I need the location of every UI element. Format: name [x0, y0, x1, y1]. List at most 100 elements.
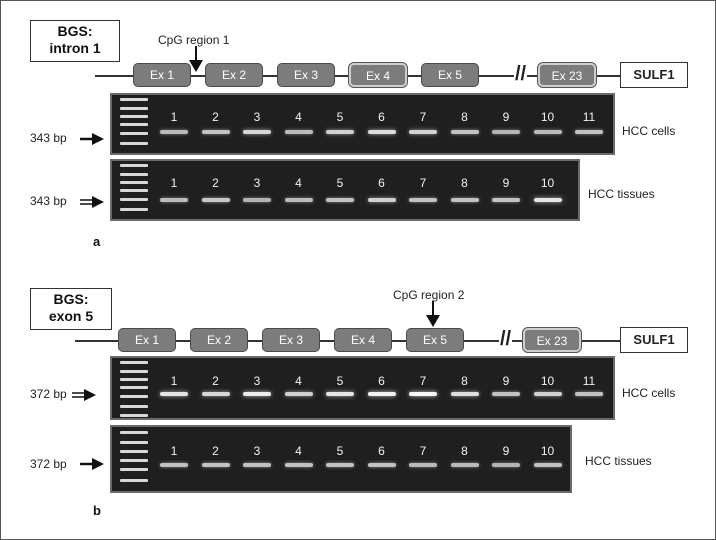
gel-band — [575, 130, 603, 134]
lane-number: 8 — [461, 374, 468, 388]
exon-2-b: Ex 2 — [190, 328, 248, 352]
bgs-label-line2: intron 1 — [49, 40, 101, 56]
gel-band — [367, 130, 396, 134]
bp-label-a2: 343 bp — [30, 194, 67, 208]
lane-number: 4 — [295, 110, 302, 124]
gel-band — [243, 392, 271, 396]
lane-number: 3 — [253, 110, 261, 124]
lane-number: 1 — [170, 444, 178, 458]
gel-band — [326, 463, 354, 467]
exon-1-a: Ex 1 — [133, 63, 191, 87]
bgs-region-box-a: BGS: intron 1 — [30, 20, 120, 62]
lane-number: 4 — [295, 374, 302, 388]
lane-number: 8 — [461, 110, 468, 124]
gel-band — [367, 198, 396, 202]
gene-name-box-a: SULF1 — [620, 62, 688, 88]
gene-break-icon-b: // — [499, 328, 513, 350]
cpg-region-label-b: CpG region 2 — [393, 288, 465, 302]
exon-23-a: Ex 23 — [537, 62, 597, 88]
exon-3-a: Ex 3 — [277, 63, 335, 87]
gel-band — [450, 463, 479, 467]
lane-number: 10 — [540, 444, 555, 458]
gel-band — [409, 198, 437, 202]
lane-number: 2 — [212, 444, 219, 458]
cpg-arrow-down-icon — [426, 301, 440, 327]
gel-band — [492, 130, 520, 134]
sample-label-a1: HCC cells — [622, 124, 676, 138]
exon-3-b: Ex 3 — [262, 328, 320, 352]
bgs-label-line1: BGS: — [57, 23, 93, 39]
lane-number: 6 — [378, 110, 385, 124]
lane-number: 7 — [419, 374, 427, 388]
gel-band — [284, 198, 313, 202]
gel-band — [450, 130, 479, 134]
sample-label-b2: HCC tissues — [585, 454, 652, 468]
lane-number: 1 — [170, 110, 178, 124]
gel-band — [533, 198, 562, 202]
gel-band — [409, 130, 437, 134]
gel-band — [160, 392, 188, 396]
gel-band — [160, 463, 188, 467]
gel-band — [450, 198, 479, 202]
lane-number: 5 — [336, 444, 344, 458]
lane-number: 4 — [295, 176, 302, 190]
gel-band — [284, 463, 313, 467]
gel-band — [450, 392, 479, 396]
bgs-region-box-b: BGS: exon 5 — [30, 288, 112, 330]
gel-band — [201, 198, 230, 202]
gel-band — [492, 463, 520, 467]
gel-band — [409, 392, 437, 396]
lane-number: 5 — [336, 176, 344, 190]
bp-label-b1: 372 bp — [30, 387, 67, 401]
gel-band — [533, 130, 562, 134]
gel-band — [492, 392, 520, 396]
bp-arrow-icon-b2 — [80, 458, 104, 470]
gene-name-box-b: SULF1 — [620, 327, 688, 353]
lane-number: 10 — [540, 176, 555, 190]
bp-label-a1: 343 bp — [30, 131, 67, 145]
gel-band — [367, 463, 396, 467]
bgs-label-line1: BGS: — [53, 291, 89, 307]
gel-band — [284, 130, 313, 134]
lane-number: 3 — [253, 176, 261, 190]
gel-band — [243, 463, 271, 467]
bp-label-b2: 372 bp — [30, 457, 67, 471]
lane-number: 6 — [378, 176, 385, 190]
gel-band — [533, 392, 562, 396]
lane-number: 2 — [212, 176, 219, 190]
bp-arrow-icon-b1 — [72, 389, 96, 401]
lane-number: 10 — [540, 374, 555, 388]
gel-band — [409, 463, 437, 467]
lane-number: 11 — [582, 374, 596, 388]
lane-number: 9 — [502, 176, 510, 190]
cpg-arrow-down-icon — [189, 46, 203, 72]
lane-number: 5 — [336, 110, 344, 124]
gel-band — [201, 392, 230, 396]
cpg-region-label-a: CpG region 1 — [158, 33, 230, 47]
lane-number: 9 — [502, 110, 510, 124]
gel-band — [326, 392, 354, 396]
gel-band — [326, 130, 354, 134]
lane-number: 2 — [212, 374, 219, 388]
gene-break-icon-a: // — [514, 63, 528, 85]
gel-band — [201, 130, 230, 134]
gel-band — [284, 392, 313, 396]
lane-number: 3 — [253, 444, 261, 458]
lane-number: 9 — [502, 374, 510, 388]
lane-number: 2 — [212, 110, 219, 124]
lane-number: 5 — [336, 374, 344, 388]
gel-band — [201, 463, 230, 467]
exon-4-b: Ex 4 — [334, 328, 392, 352]
gel-band — [326, 198, 354, 202]
gel-band — [492, 198, 520, 202]
lane-number: 7 — [419, 176, 427, 190]
gel-band — [160, 130, 188, 134]
lane-number: 6 — [378, 444, 385, 458]
lane-number: 1 — [170, 374, 178, 388]
lane-number: 10 — [540, 110, 555, 124]
bp-arrow-icon-a2 — [80, 196, 104, 208]
